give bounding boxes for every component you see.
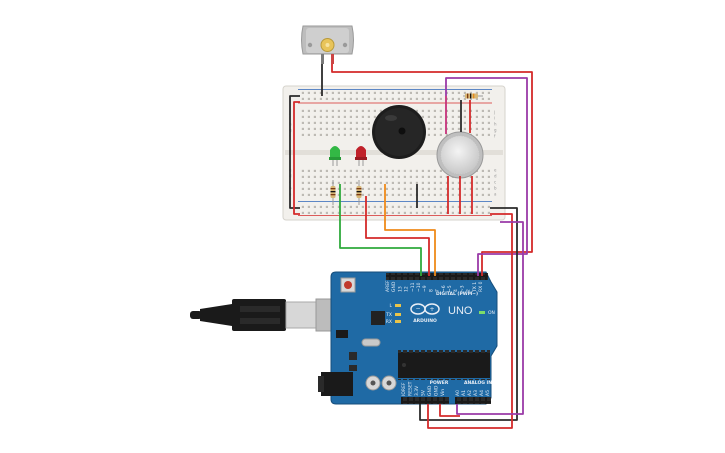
wire-5v [427,213,513,429]
analog-pin-label: A0 [455,390,461,396]
digital-pin-label: ~6 [441,285,447,292]
digital-label: DIGITAL (PWM~) [436,291,478,297]
wire-left-black [289,95,300,209]
svg-text:+: + [429,306,434,313]
digital-pin-label: 7 [435,289,441,292]
digital-pin-label: ~5 [447,285,453,292]
power-pin-label: RESET [408,381,414,396]
power-pin-label: IOREF [401,382,407,396]
dc-motor[interactable] [301,25,354,64]
usb-chip [371,311,385,325]
power-label: POWER [430,380,449,386]
row-letter: j [288,110,290,115]
resistor-sensor[interactable] [463,93,483,99]
wire-green [339,184,422,276]
digital-pin-label: ~9 [422,285,428,292]
power-pin-label: Vin [440,389,446,396]
row-letter: e [494,168,497,173]
rx-label: RX [386,319,392,325]
tx-label: TX [385,312,392,318]
row-letter: h [494,122,497,127]
usb-cable [190,298,337,332]
wire-analog-red [439,404,460,417]
resistor-red-led[interactable] [356,180,362,205]
tx-led [395,313,401,316]
gas-sensor[interactable] [436,131,484,179]
arduino-logo-icon: − + [410,303,440,315]
row-letter: b [494,186,497,191]
wire-orange [384,184,436,276]
breadboard-jumpers [416,96,473,214]
power-pin-label: 5V [421,389,427,396]
digital-pin-label: 2 [466,289,472,292]
svg-text:−: − [415,306,420,313]
row-letter: g [494,128,497,133]
power-pin-label: 3.3V [414,385,420,396]
l-led [395,304,401,307]
analog-pin-label: A1 [461,390,467,396]
wire-analog [456,221,524,415]
analog-label: ANALOG IN [464,380,492,386]
wire-ground [419,207,518,421]
analog-pin-label: A5 [485,390,491,396]
bottom-power-rail [300,202,490,214]
wire-purple [445,77,528,276]
model-label: UNO [448,305,473,317]
power-jack [321,372,353,396]
crystal [361,338,381,347]
row-letter: c [494,180,496,185]
digital-pin-label: GND [391,281,397,292]
icsp-header [336,330,348,338]
on-led [479,311,485,314]
top-power-rail [300,90,490,102]
digital-pin-label: 4 [453,289,459,292]
row-letter: a [494,192,497,197]
wires [289,64,533,429]
row-letter: d [494,174,497,179]
digital-pin-label: ~3 [459,285,465,292]
brand-label: ARDUINO [413,318,437,324]
digital-pin-label: 12 [404,286,410,292]
green-led[interactable] [329,146,341,166]
digital-pin-label: ~11 [410,282,416,292]
digital-pin-label: 8 [428,289,434,292]
power-pin-label: GND [434,385,440,396]
piezo-buzzer[interactable] [372,105,426,159]
digital-pin-label: TX 1 [472,282,478,293]
row-letter: j [493,110,495,115]
rx-led [395,320,401,323]
row-letter: i [494,116,495,121]
row-letter: f [494,134,496,139]
power-pin-label: GND [427,385,433,396]
digital-pin-label: 13 [397,286,403,292]
wire-red-signal [365,196,430,276]
red-led[interactable] [355,146,367,166]
wire-left-red [293,101,300,215]
analog-pin-label: A4 [479,390,485,396]
digital-pin-label: RX 0 [478,281,484,292]
digital-pin-label: AREF [385,280,391,292]
atmega-chip [398,352,490,378]
resistor-green-led[interactable] [330,180,336,205]
analog-pin-label: A2 [467,390,473,396]
digital-pin-label: ~10 [416,282,422,292]
on-label: ON [488,310,495,316]
l-label: L [389,303,392,309]
wire-motor-red [331,64,533,276]
analog-pin-label: A3 [473,390,479,396]
